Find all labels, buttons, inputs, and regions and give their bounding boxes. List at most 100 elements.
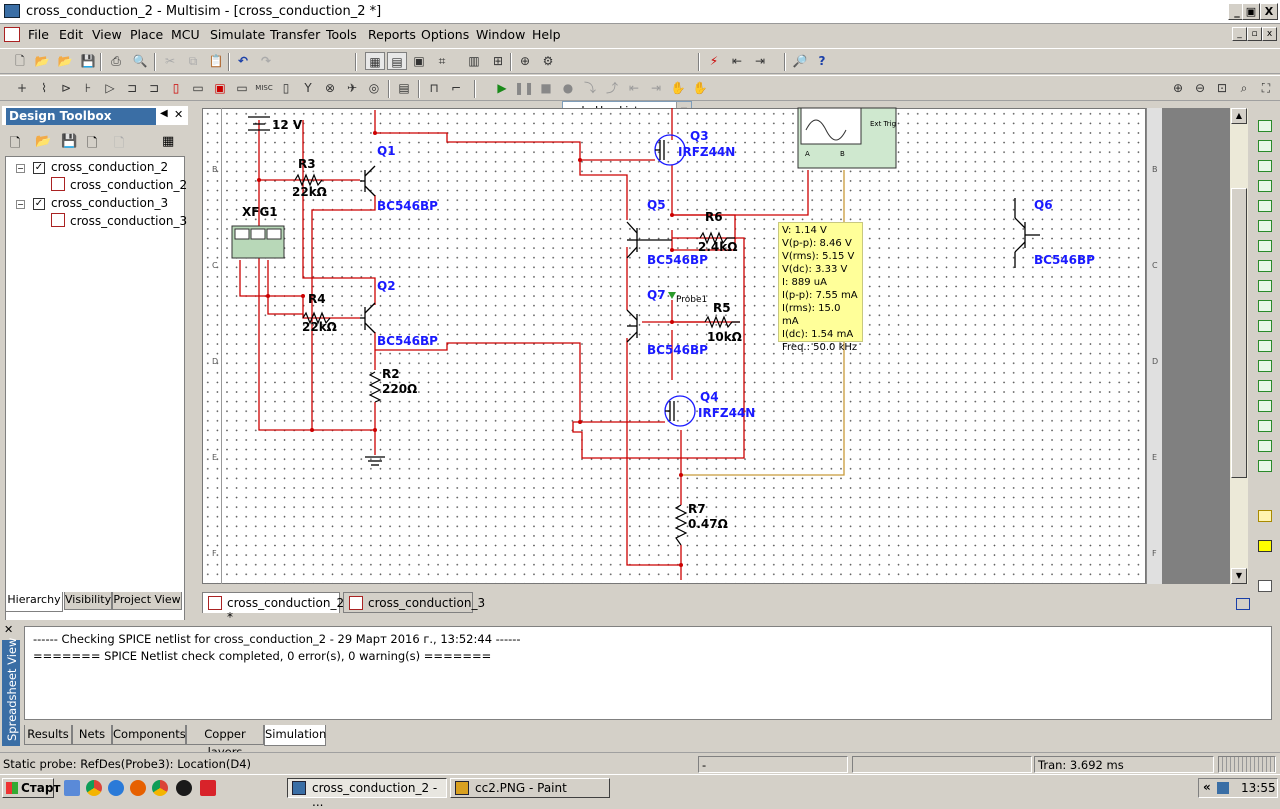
close-icon[interactable]: ✕ [174,108,184,121]
tab-copper-layers[interactable]: Copper layers [186,725,264,759]
find-examples-icon[interactable]: 🔎 [792,54,808,68]
menu-transfer[interactable]: Transfer [270,27,321,42]
place-power-icon[interactable]: ▯ [282,81,290,95]
spreadsheet-toggle-icon[interactable]: ▤ [387,52,407,70]
oscilloscope-icon[interactable] [1258,180,1272,192]
place-indicator-icon[interactable]: ▭ [236,81,248,95]
place-analog-icon[interactable]: ▷ [105,81,115,95]
scroll-up-icon[interactable]: ▲ [1231,108,1247,124]
save-icon[interactable]: 💾 [61,134,78,149]
distortion-analyzer-icon[interactable] [1258,340,1272,352]
print-icon[interactable]: ⎙ [111,54,121,68]
window-list-icon[interactable] [1236,598,1250,610]
tab-nets[interactable]: Nets [72,725,112,745]
toggle-breakpoint-icon[interactable]: ✋ [670,81,686,95]
open-icon[interactable]: 📂 [35,134,52,149]
agilent-oscilloscope-icon[interactable] [1258,440,1272,452]
function-generator-xfg1[interactable] [231,225,285,259]
remove-breakpoints-icon[interactable]: ✋ [692,81,708,95]
graph-icon[interactable]: ⚙ [542,54,554,68]
place-misc-digital-icon[interactable]: ▭ [192,81,204,95]
visible-checkbox[interactable]: ✓ [33,198,45,210]
mdi-close-button[interactable]: x [1262,27,1277,41]
open-icon[interactable]: 📂 [34,54,50,68]
place-cmos-icon[interactable]: ⊐ [148,81,160,95]
circuit-wires[interactable] [239,108,809,580]
place-rf-icon[interactable]: Y [304,81,312,95]
tab-results[interactable]: Results [24,725,72,745]
place-mcu-icon[interactable]: ▯ [172,81,180,95]
collapse-icon[interactable]: − [16,164,25,173]
menu-place[interactable]: Place [130,27,164,42]
tree-item-design-2[interactable]: cross_conduction_3 [51,196,169,210]
postprocessor-icon[interactable]: ⌗ [438,54,446,68]
new-icon[interactable]: 🗋 [15,54,25,68]
open-sample-icon[interactable]: 📂 [57,54,73,68]
menu-tools[interactable]: Tools [326,27,357,42]
redo-icon[interactable]: ↷ [260,54,272,68]
multimeter-icon[interactable] [1258,120,1272,132]
help-icon[interactable]: ? [818,54,826,68]
pause-next-icon[interactable]: ● [562,81,574,95]
agilent-multimeter-icon[interactable] [1258,420,1272,432]
place-mixed-icon[interactable]: ▣ [214,81,226,95]
menu-simulate[interactable]: Simulate [210,27,266,42]
forward-annotate-icon[interactable]: ⇥ [754,54,766,68]
spectrum-analyzer-icon[interactable] [1258,360,1272,372]
battery-v1[interactable] [248,116,270,131]
place-electromech-icon[interactable]: ⊗ [324,81,336,95]
show-desktop-icon[interactable] [64,780,80,796]
tektronix-oscilloscope-icon[interactable] [1258,460,1272,472]
zoom-out-icon[interactable]: ⊖ [1194,81,1206,95]
stop-simulation-icon[interactable]: ■ [540,81,552,95]
agilent-generator-icon[interactable] [1258,400,1272,412]
oscilloscope-xsc[interactable] [797,107,897,169]
place-source-icon[interactable]: + [16,81,28,95]
firefox-icon[interactable] [130,780,146,796]
place-ni-icon[interactable]: ✈ [346,81,358,95]
iv-analyzer-icon[interactable] [1258,320,1272,332]
probe-marker[interactable] [668,292,676,299]
place-connector-icon[interactable]: ◎ [368,81,380,95]
save-icon[interactable]: 💾 [80,54,96,68]
visible-checkbox[interactable]: ✓ [33,162,45,174]
tab-project-view[interactable]: Project View [112,592,182,610]
labview-icon[interactable] [1258,510,1272,522]
paste-icon[interactable]: 📋 [208,54,224,68]
word-generator-icon[interactable] [1258,260,1272,272]
menu-reports[interactable]: Reports [368,27,416,42]
place-junction-icon[interactable]: ⌐ [450,81,462,95]
adobe-icon[interactable] [200,780,216,796]
place-component-icon[interactable]: ⊕ [519,54,531,68]
media-player-icon[interactable] [176,780,192,796]
collapse-icon[interactable]: − [16,200,25,209]
task-multisim[interactable]: cross_conduction_2 - ... [287,778,447,809]
current-probe-icon[interactable] [1258,580,1272,592]
copy-icon[interactable]: ⧉ [188,54,198,68]
function-generator-icon[interactable] [1258,140,1272,152]
tree-item-sheet-1[interactable]: cross_conduction_2 [70,178,188,192]
bode-plotter-icon[interactable] [1258,220,1272,232]
menu-edit[interactable]: Edit [59,27,84,42]
close-icon[interactable]: ✕ [4,623,14,636]
grapher-icon[interactable]: ▣ [413,54,425,68]
step-into-icon[interactable]: ⤵ [583,81,596,95]
clock[interactable]: 13:55 [1241,781,1276,795]
run-simulation-icon[interactable]: ▶ [497,81,507,95]
ni-elvis-icon[interactable] [1258,540,1272,552]
tab-simulation[interactable]: Simulation [264,725,326,746]
full-screen-icon[interactable]: ⛶ [1261,81,1271,95]
print-preview-icon[interactable]: 🔍 [132,54,148,68]
task-paint[interactable]: cc2.PNG - Paint [450,778,610,798]
pause-simulation-icon[interactable]: ❚❚ [514,81,535,95]
menu-help[interactable]: Help [532,27,561,42]
frequency-counter-icon[interactable] [1258,240,1272,252]
network-icon[interactable] [1217,782,1229,794]
menu-options[interactable]: Options [421,27,470,42]
place-bus-icon[interactable]: ⊓ [429,81,439,95]
start-button[interactable]: Старт [2,778,60,798]
multisim-app-icon[interactable] [4,4,20,18]
canvas-vertical-scrollbar[interactable]: ▲ ▼ [1230,108,1248,584]
erc-icon[interactable]: ⚡ [709,54,719,68]
place-hierarchical-icon[interactable]: ▤ [398,81,410,95]
